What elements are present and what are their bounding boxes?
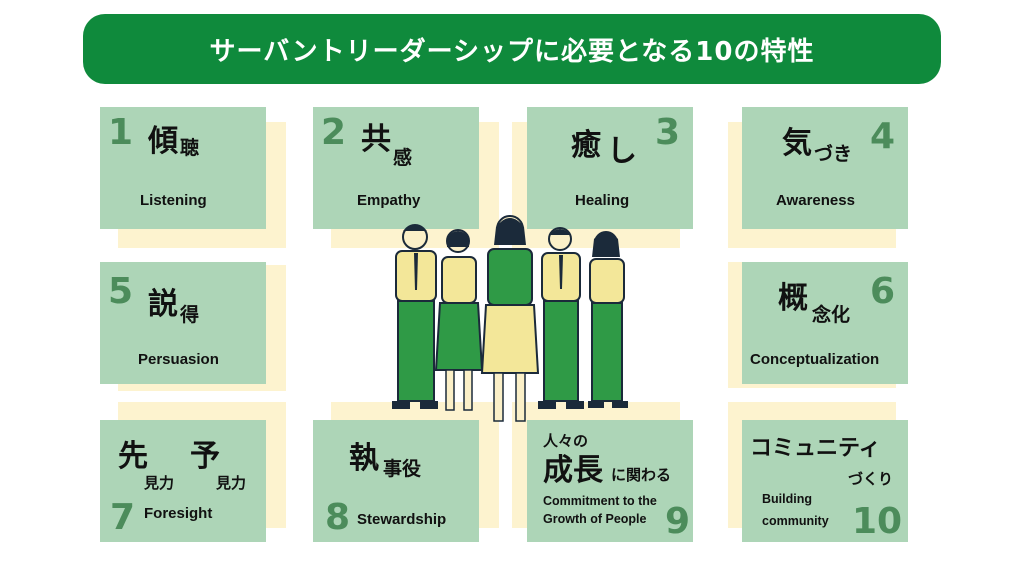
trait-english: Stewardship <box>357 511 447 528</box>
trait-card-healing: 癒 し 3 Healing <box>527 107 693 229</box>
trait-kanji: 見力 <box>216 474 247 492</box>
trait-card-persuasion: 5 説 得 Persuasion <box>100 262 266 384</box>
trait-kanji: づくり <box>848 470 894 488</box>
title-banner: サーバントリーダーシップに必要となる10の特性 <box>83 14 941 84</box>
trait-kanji: 見力 <box>144 474 175 492</box>
trait-kanji: づき <box>814 143 853 165</box>
trait-kanji: 共 <box>361 122 391 157</box>
trait-english: Commitment to the <box>543 494 657 508</box>
trait-number: 1 <box>108 112 134 153</box>
trait-number: 7 <box>110 497 136 538</box>
trait-number: 2 <box>321 112 347 153</box>
trait-card-awareness: 気 づき 4 Awareness <box>742 107 908 229</box>
trait-card-stewardship: 執 事役 8 Stewardship <box>313 420 479 542</box>
trait-kanji: 事役 <box>383 458 422 480</box>
trait-english: Building <box>762 492 812 506</box>
trait-kanji: 説 <box>148 287 178 322</box>
trait-english: Healing <box>575 192 630 209</box>
trait-card-empathy: 2 共 感 Empathy <box>313 107 479 229</box>
trait-card-listening: 1 傾 聴 Listening <box>100 107 266 229</box>
trait-kanji: 先 <box>118 439 148 474</box>
trait-kanji: 成長 <box>543 453 603 488</box>
trait-kanji: コミュニティ <box>750 436 881 461</box>
trait-kanji: 得 <box>180 304 200 326</box>
trait-english: community <box>762 514 829 528</box>
trait-kanji: 概 <box>778 281 808 316</box>
trait-card-foresight: 先 見力 予 見力 7 Foresight <box>100 420 266 542</box>
person-figure <box>588 231 628 408</box>
trait-english: Growth of People <box>543 512 647 526</box>
trait-kanji: 念化 <box>812 304 851 326</box>
trait-number: 3 <box>655 112 681 153</box>
trait-kanji: 癒 <box>571 128 601 163</box>
trait-kanji: 執 <box>349 441 379 476</box>
trait-kanji: 予 <box>190 439 220 474</box>
person-figure <box>392 224 438 409</box>
trait-english: Conceptualization <box>750 351 880 368</box>
trait-card-commitment: 人々の 成長 に関わる Commitment to the Growth of … <box>527 420 693 542</box>
person-figure <box>480 215 540 422</box>
trait-kanji: に関わる <box>611 466 672 484</box>
trait-english: Awareness <box>776 192 855 209</box>
trait-english: Foresight <box>144 505 213 522</box>
trait-english: Persuasion <box>138 351 219 368</box>
trait-kanji: 傾 <box>148 124 178 159</box>
trait-number: 4 <box>870 116 896 157</box>
person-figure <box>434 229 484 411</box>
person-figure <box>538 227 584 409</box>
trait-card-conceptualization: 概 念化 6 Conceptualization <box>742 262 908 384</box>
trait-number: 9 <box>665 501 691 542</box>
trait-kanji: 聴 <box>180 137 200 159</box>
trait-number: 5 <box>108 271 134 312</box>
team-illustration <box>392 215 628 422</box>
trait-kanji: 感 <box>393 147 413 169</box>
trait-kanji: 人々の <box>543 432 589 450</box>
trait-english: Empathy <box>357 192 421 209</box>
trait-card-community: コミュニティ づくり Building community 10 <box>742 420 908 542</box>
trait-number: 8 <box>325 497 351 538</box>
trait-number: 10 <box>852 501 903 542</box>
trait-kanji: し <box>607 134 637 169</box>
trait-english: Listening <box>140 192 207 209</box>
trait-number: 6 <box>870 271 896 312</box>
trait-kanji: 気 <box>782 126 812 161</box>
page-title: サーバントリーダーシップに必要となる10の特性 <box>209 36 815 67</box>
